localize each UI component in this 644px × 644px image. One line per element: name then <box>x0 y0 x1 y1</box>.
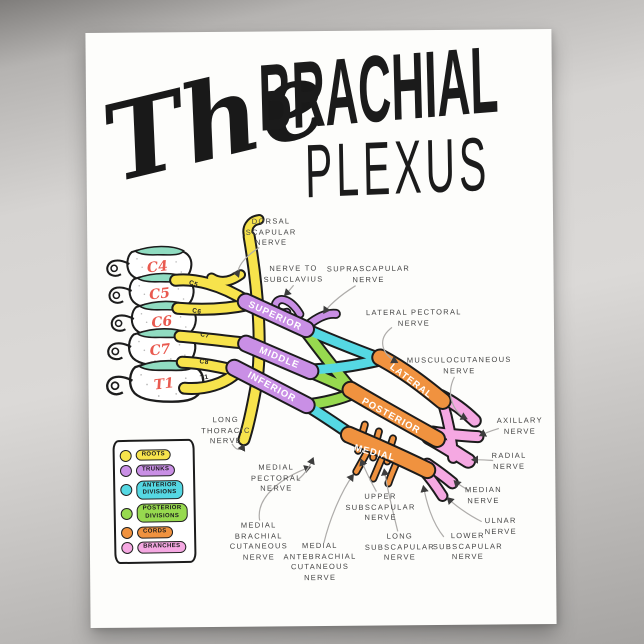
leader-suprascapular <box>323 285 356 314</box>
legend-row-roots: ROOTS <box>119 448 188 462</box>
legend-row-anterior-divisions: ANTERIOR DIVISIONS <box>120 479 188 500</box>
nerve-roots-yellow: C5 C6 C7 C8 T1 <box>175 220 261 441</box>
root-tag-t1: T1 <box>200 374 210 382</box>
leader-upper-subscapular <box>359 458 377 492</box>
divisions <box>304 327 385 436</box>
legend-dot-anterior-divisions <box>120 484 133 497</box>
leader-lateral-pectoral <box>382 326 399 364</box>
legend-dot-cords <box>120 526 134 539</box>
leader-ulnar <box>446 497 482 523</box>
vertebra-label-c6: C6 <box>151 313 174 331</box>
leader-medial-brachial <box>258 465 312 521</box>
leader-radial <box>470 455 494 464</box>
legend-pill-cords: CORDS <box>136 526 173 539</box>
legend-pill-trunks: TRUNKS <box>135 464 176 477</box>
brachial-plexus-poster: The BRACHIAL PLEXUS <box>85 26 557 629</box>
color-legend: ROOTS TRUNKS ANTERIOR DIVISIONS POSTERIO… <box>112 438 197 565</box>
leader-lower-subscapular <box>420 484 445 538</box>
legend-row-trunks: TRUNKS <box>119 464 188 478</box>
label-medial-pectoral-nerve: MEDIAL PECTORAL NERVE <box>250 462 302 493</box>
leader-nerve-to-subclavius <box>283 284 295 297</box>
label-lateral-pectoral-nerve: LATERAL PECTORAL NERVE <box>365 307 462 328</box>
root-tag-c5: C5 <box>188 279 199 288</box>
leader-medial-antebrachial <box>323 473 354 544</box>
legend-dot-posterior-divisions <box>120 507 133 520</box>
cervical-spine: C4 C5 C6 C7 T1 <box>105 245 205 404</box>
legend-dot-branches <box>121 542 134 555</box>
leader-axillary <box>478 427 500 437</box>
label-suprascapular-nerve: SUPRASCAPULAR NERVE <box>326 263 411 284</box>
leader-long-thoracic <box>231 443 246 452</box>
label-radial-nerve: RADIAL NERVE <box>491 450 527 471</box>
leader-lines <box>231 247 500 544</box>
legend-row-branches: BRANCHES <box>121 541 189 555</box>
legend-dot-trunks <box>119 464 133 478</box>
leader-dorsal-scapular <box>232 247 260 278</box>
label-nerve-to-subclavius: NERVE TO SUBCLAVIUS <box>263 263 324 284</box>
leader-medial-pectoral <box>296 456 315 481</box>
label-medial-antebrachial-cutaneous-nerve: MEDIAL ANTEBRACHIAL CUTANEOUS NERVE <box>283 540 357 582</box>
vertebra-label-c4: C4 <box>146 258 169 276</box>
root-tags: C5 C6 C7 C8 T1 <box>188 279 211 382</box>
leader-long-subscapular <box>380 468 399 532</box>
vertebra-labels: C4 C5 C6 C7 T1 <box>146 258 175 393</box>
legend-dot-roots <box>119 449 132 462</box>
leader-median <box>453 480 470 492</box>
label-musculocutaneous-nerve: MUSCULOCUTANEOUS NERVE <box>406 354 512 375</box>
label-axillary-nerve: AXILLARY NERVE <box>496 415 543 436</box>
label-upper-subscapular-nerve: UPPER SUBSCAPULAR NERVE <box>345 491 416 522</box>
root-tag-c6: C6 <box>191 307 202 316</box>
root-tag-c8: C8 <box>199 358 209 366</box>
legend-pill-anterior-divisions: ANTERIOR DIVISIONS <box>136 479 184 500</box>
plexus-diagram: C4 C5 C6 C7 T1 C5 C6 C7 C8 T1 <box>105 29 500 544</box>
vertebra-label-c5: C5 <box>148 285 171 303</box>
vertebra-label-c7: C7 <box>149 341 172 359</box>
label-medial-brachial-cutaneous-nerve: MEDIAL BRACHIAL CUTANEOUS NERVE <box>229 520 289 562</box>
vertebra-label-t1: T1 <box>153 375 175 393</box>
legend-row-cords: CORDS <box>120 526 189 539</box>
label-long-thoracic-nerve: LONG THORACIC NERVE <box>201 414 251 446</box>
legend-pill-branches: BRANCHES <box>137 541 187 555</box>
label-long-subscapular-nerve: LONG SUBSCAPULAR NERVE <box>364 531 436 562</box>
label-lower-subscapular-nerve: LOWER SUBSCAPULAR NERVE <box>432 530 504 562</box>
root-tag-c7: C7 <box>200 331 211 340</box>
label-dorsal-scapular-nerve: DORSAL SCAPULAR NERVE <box>245 216 297 247</box>
leader-musculocutaneous <box>450 376 468 420</box>
legend-pill-posterior-divisions: POSTERIOR DIVISIONS <box>136 502 188 524</box>
legend-pill-roots: ROOTS <box>135 448 172 462</box>
legend-row-posterior-divisions: POSTERIOR DIVISIONS <box>120 502 189 524</box>
label-median-nerve: MEDIAN NERVE <box>464 484 502 505</box>
